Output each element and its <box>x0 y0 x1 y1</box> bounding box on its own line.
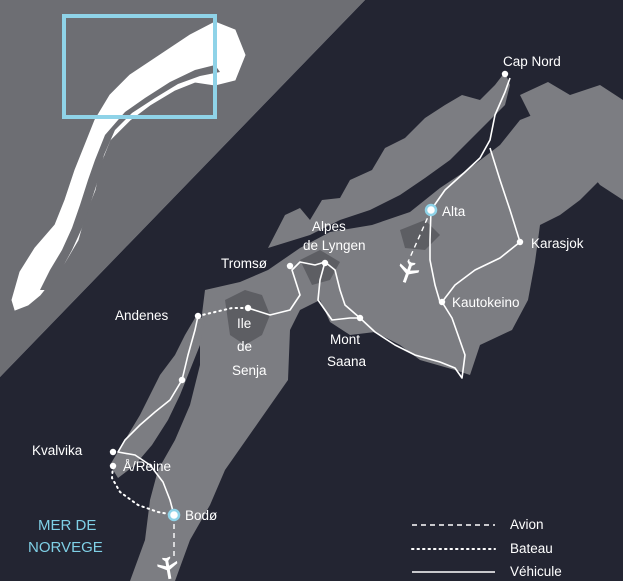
city-marker-mont-saana <box>356 314 364 322</box>
lofoten-islands <box>110 318 205 478</box>
label-alta: Alta <box>442 204 466 219</box>
city-marker-lyngen <box>321 259 329 267</box>
city-marker-andenes <box>194 312 202 320</box>
legend-boat-label: Bateau <box>510 541 553 556</box>
airport-marker-alta <box>424 203 438 217</box>
inset-highlight-frame <box>62 14 217 119</box>
finnmark-east <box>520 82 623 200</box>
airplane-icon <box>399 260 420 283</box>
label-mont-line2: Saana <box>327 354 367 369</box>
label-alpes-line2: de Lyngen <box>303 238 366 253</box>
senja-island <box>225 290 270 345</box>
boat-route-reine-bodo <box>110 465 175 516</box>
label-kautokeino: Kautokeino <box>452 295 520 310</box>
label-senja-line1: Ile <box>237 316 251 331</box>
airplane-icon <box>157 556 178 580</box>
city-marker-senja <box>244 304 252 312</box>
label-kvalvika: Kvalvika <box>32 443 83 458</box>
label-alpes-line1: Alpes <box>312 219 346 234</box>
vehicle-route <box>117 77 521 516</box>
label-andenes: Andenes <box>115 308 169 323</box>
northern-islands <box>268 72 510 248</box>
label-karasjok: Karasjok <box>531 236 584 251</box>
city-marker-kautokeino <box>438 298 446 306</box>
label-senja-line2: de <box>237 339 252 354</box>
inner-fjords <box>300 220 440 285</box>
plane-route-alta <box>407 209 432 263</box>
label-senja-line3: Senja <box>232 363 267 378</box>
mainland-land <box>130 98 620 581</box>
city-marker-reine <box>109 462 117 470</box>
label-cap-nord: Cap Nord <box>503 54 561 69</box>
city-marker-tromso <box>286 262 294 270</box>
label-reine: Å/Reine <box>123 459 171 474</box>
sea-label-line1: MER DE <box>38 517 96 534</box>
airport-marker-bodo <box>167 508 181 522</box>
label-bodo: Bodø <box>185 508 217 523</box>
legend-plane-label: Avion <box>510 517 544 532</box>
legend-vehicle-label: Véhicule <box>510 564 562 579</box>
city-marker-kvalvika <box>109 448 117 456</box>
city-marker-stop <box>178 376 186 384</box>
city-marker-cap-nord <box>501 70 509 78</box>
label-mont-line1: Mont <box>330 332 360 347</box>
legend: Avion Bateau Véhicule <box>411 517 562 579</box>
inset-norway-inner <box>40 65 220 290</box>
label-tromso: Tromsø <box>221 256 267 271</box>
city-marker-karasjok <box>516 238 524 246</box>
sea-label-line2: NORVEGE <box>28 539 103 556</box>
